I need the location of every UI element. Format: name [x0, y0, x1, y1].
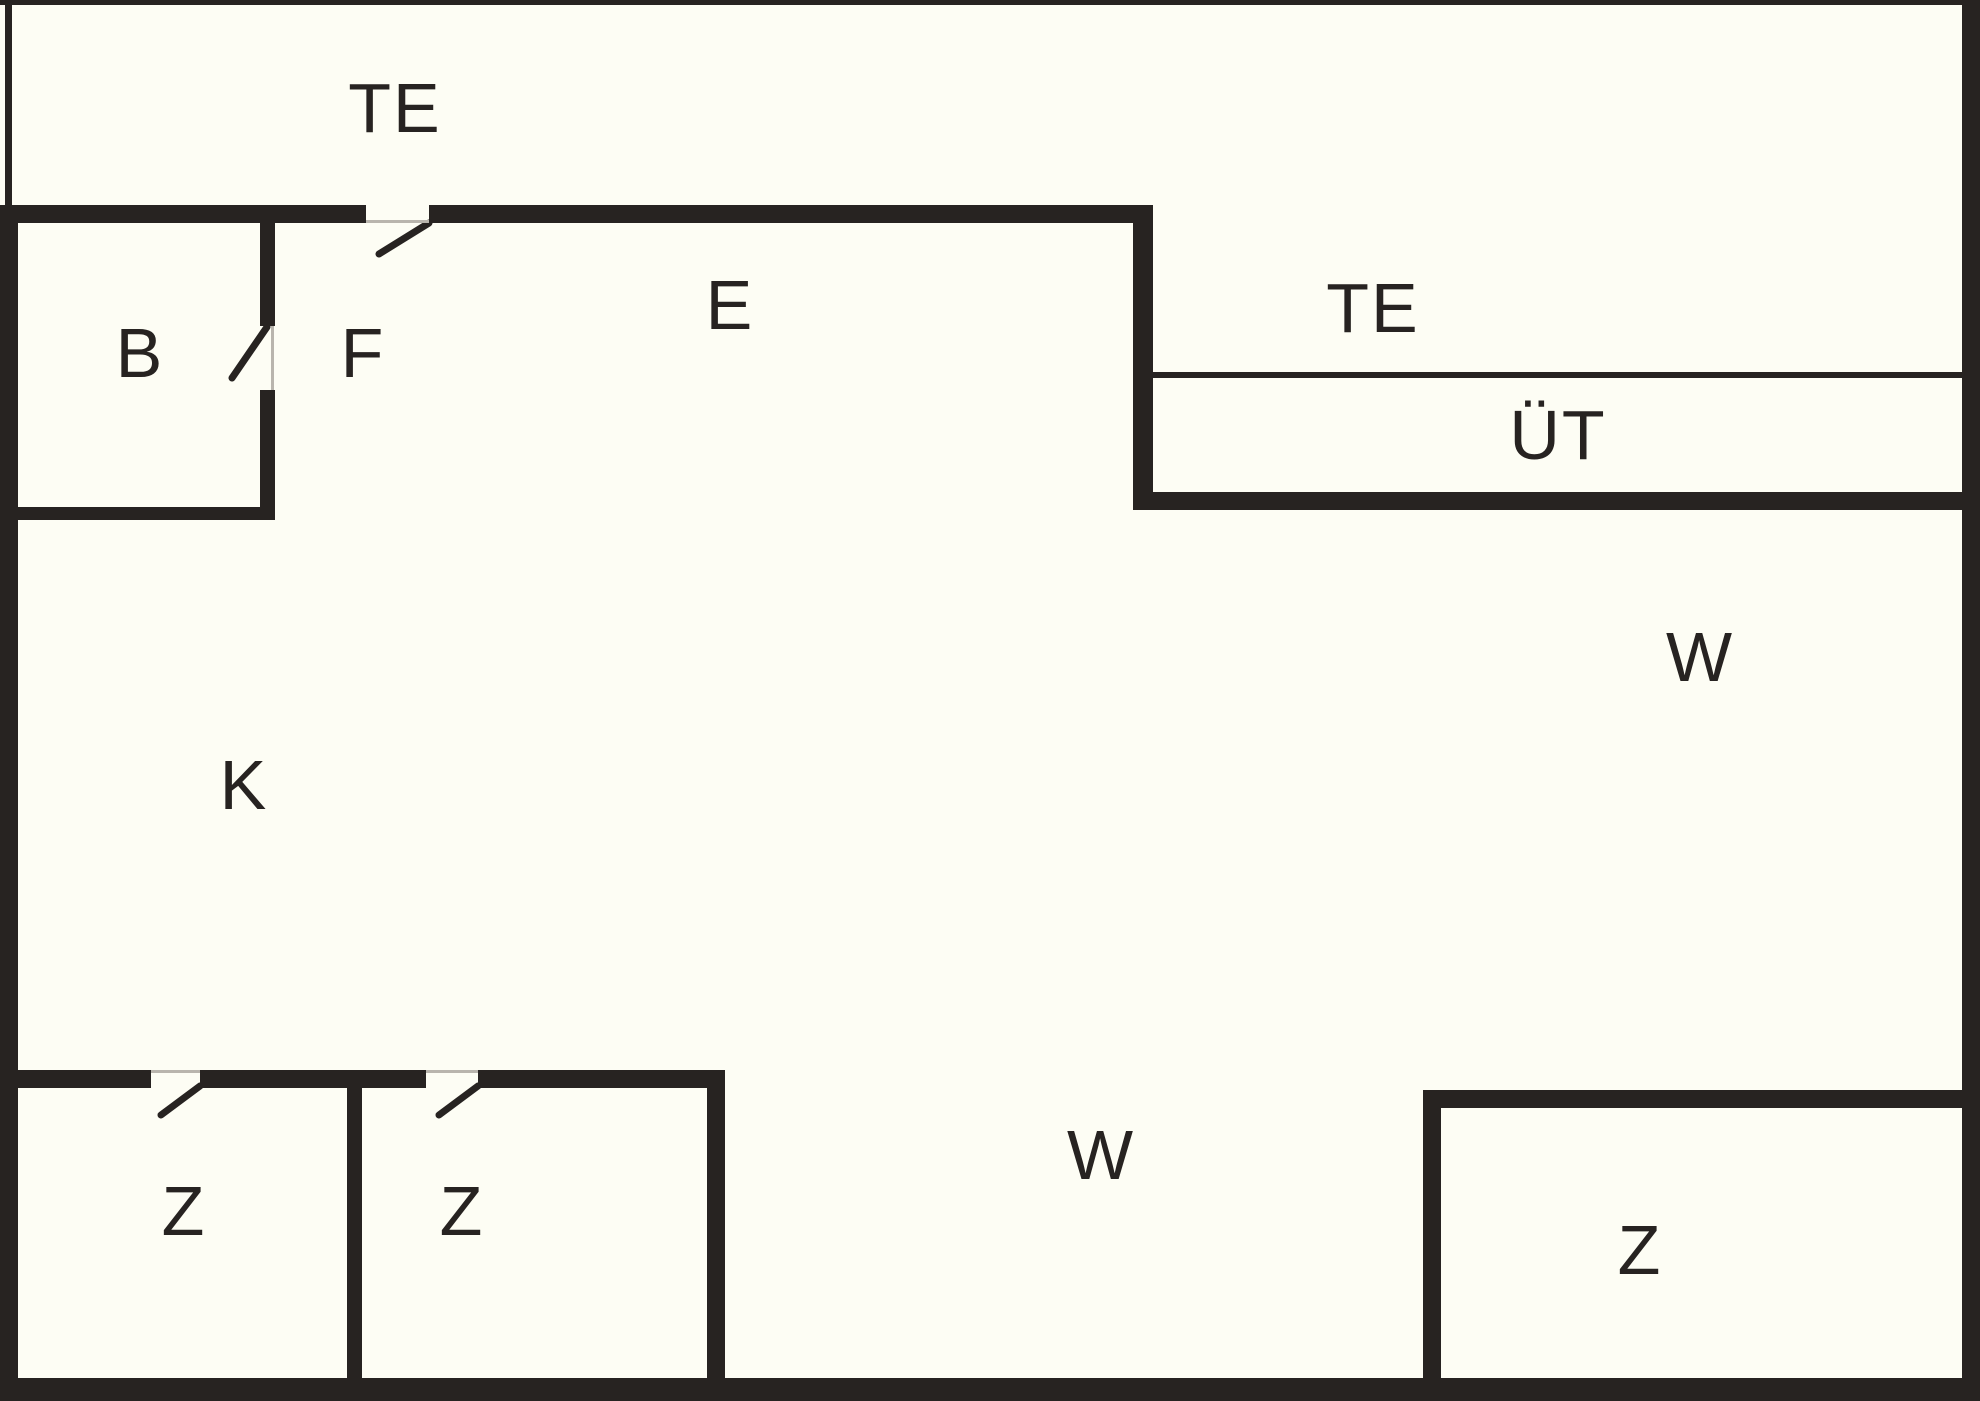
- zright-west-wall: [1423, 1090, 1441, 1378]
- z-north-wall-b: [200, 1070, 426, 1088]
- z-north-wall-c: [478, 1070, 725, 1088]
- room-label-entry-hall: E: [705, 266, 755, 344]
- room-label-room-z-right: Z: [1617, 1211, 1663, 1289]
- room-label-covered-passage: ÜT: [1509, 396, 1607, 474]
- zright-north-wall: [1423, 1090, 1980, 1108]
- room-label-foyer: F: [340, 314, 386, 392]
- room-label-bath: B: [115, 314, 165, 392]
- z2-door-sill: [426, 1070, 478, 1073]
- z1-door-leaf: [157, 1082, 204, 1119]
- z1-door-sill: [151, 1070, 200, 1073]
- ut-south-wall: [1133, 492, 1980, 510]
- room-label-room-z1: Z: [161, 1172, 207, 1250]
- room-label-terrace-right: TE: [1326, 269, 1420, 347]
- bath-door-leaf: [228, 323, 271, 382]
- bf-divider-lower: [260, 390, 275, 520]
- room-label-terrace-top: TE: [348, 69, 442, 147]
- top-edge-line: [0, 0, 1980, 5]
- main-wall-west: [0, 205, 366, 223]
- bf-divider-upper: [260, 223, 275, 326]
- right-outer-wall: [1962, 0, 1980, 1401]
- left-edge-line: [5, 0, 12, 210]
- entry-door-leaf: [375, 219, 433, 258]
- bath-door-sill: [271, 326, 274, 390]
- left-outer-wall: [0, 205, 18, 1401]
- entry-door-sill: [366, 220, 429, 223]
- te-ut-divider-line: [1153, 372, 1980, 378]
- bath-south-wall: [15, 507, 275, 520]
- room-label-kitchen: K: [219, 746, 269, 824]
- room-label-living-right: W: [1665, 618, 1735, 696]
- room-label-room-z2: Z: [439, 1172, 485, 1250]
- hall-east-wall: [1133, 205, 1153, 510]
- z-north-wall-a: [18, 1070, 151, 1088]
- z2-east-wall: [707, 1070, 725, 1378]
- z-divider-wall: [347, 1070, 362, 1378]
- main-wall-east: [429, 205, 1153, 223]
- room-label-living-bottom: W: [1066, 1116, 1136, 1194]
- bottom-outer-wall: [0, 1378, 1980, 1401]
- z2-door-leaf: [435, 1082, 482, 1119]
